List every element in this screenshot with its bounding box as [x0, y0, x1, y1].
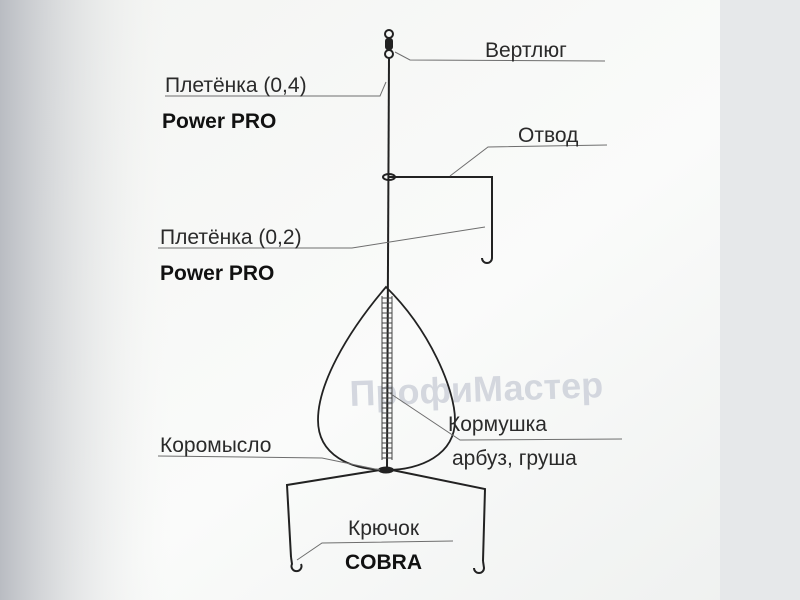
label-braid-leader: Плетёнка (0,2) — [160, 226, 302, 249]
label-braid-main-brand: Power PRO — [162, 110, 276, 133]
label-hook-brand: COBRA — [345, 551, 422, 574]
right-hook-icon — [473, 560, 486, 574]
label-swivel: Вертлюг — [485, 39, 567, 62]
label-feeder: Кормушка — [448, 413, 547, 436]
callout-rocker — [157, 455, 381, 471]
rocker-bead — [378, 466, 394, 474]
label-branch: Отвод — [518, 124, 578, 147]
rig-lines — [285, 29, 493, 574]
left-hook-icon — [290, 556, 303, 573]
label-hook: Крючок — [348, 517, 420, 540]
callout-hook — [296, 540, 454, 561]
callout-feeder — [387, 391, 623, 441]
rocker-left-arm — [285, 469, 381, 558]
callout-braid-main — [165, 81, 387, 97]
callout-lines — [157, 51, 623, 561]
rocker-right-arm — [391, 469, 487, 562]
label-braid-leader-brand: Power PRO — [160, 262, 274, 285]
label-rocker: Коромысло — [160, 434, 271, 457]
watermark-text: ПрофиМастер — [349, 364, 604, 414]
callout-braid-leader — [158, 226, 486, 249]
branch-leader — [389, 176, 493, 252]
feeder-spring — [381, 296, 393, 460]
callout-swivel — [394, 51, 606, 62]
label-braid-main: Плетёнка (0,4) — [165, 74, 307, 97]
paper-left-shadow — [0, 0, 170, 600]
branch-hook-icon — [481, 252, 493, 264]
main-line — [386, 57, 390, 469]
callout-branch — [449, 144, 608, 177]
paper-right-edge — [720, 0, 800, 600]
label-feeder-type: арбуз, груша — [452, 447, 577, 470]
